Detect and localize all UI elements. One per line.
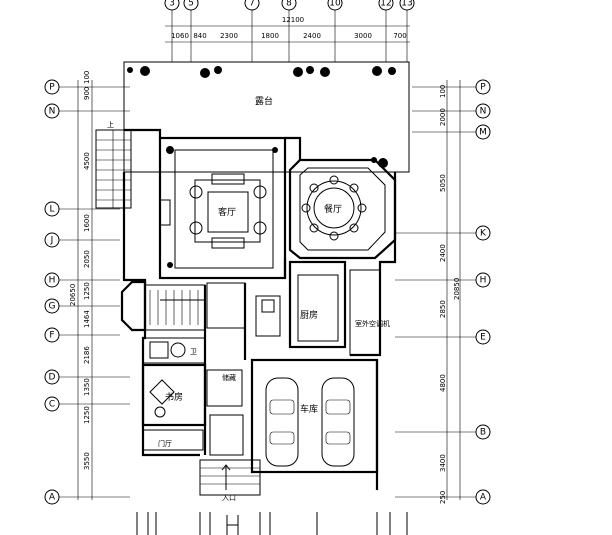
living-room: 客厅 [158,136,287,280]
svg-text:20650: 20650 [69,284,77,306]
svg-text:2186: 2186 [83,346,91,364]
svg-text:100: 100 [439,85,447,98]
right-axis-column: P N M K H E B A 100 2000 5050 2400 2850 … [395,79,491,505]
top-axis-label: 8 [286,0,292,9]
storage-label: 储藏 [222,373,236,382]
entrance-label: 入口 [222,494,236,502]
bath: 卫 [142,337,206,364]
outdoor-ac: 室外空调机 [349,269,390,356]
garage: 车库 [250,358,379,474]
left-axis-column: P N L J H G F D C A 900 100 4500 1600 20… [44,71,130,505]
top-axis-label: 7 [249,0,255,9]
right-axis-label: K [480,229,487,239]
garage-label: 车库 [300,403,318,415]
svg-text:1464: 1464 [83,310,91,328]
top-dim: 2400 [303,32,321,40]
plant-icon [166,146,278,268]
svg-text:20850: 20850 [453,278,461,300]
left-axis-label: H [49,276,56,286]
right-axis-label: A [480,493,487,503]
top-dim: 1800 [261,32,279,40]
stair-up-label: 上 [107,120,114,129]
left-axis-label: J [50,236,54,246]
top-dim: 2300 [220,32,238,40]
left-axis-label: C [49,400,55,410]
svg-text:900: 900 [83,87,91,100]
top-axis-label: 13 [401,0,412,9]
outdoor-ac-label: 室外空调机 [355,319,390,328]
top-axis-label: 3 [169,0,175,9]
left-axis-label: G [49,302,56,312]
svg-text:4500: 4500 [83,152,91,170]
svg-text:100: 100 [83,71,91,84]
dining-label: 餐厅 [324,203,342,215]
svg-text:3550: 3550 [83,452,91,470]
top-dim: 840 [193,32,206,40]
top-axis-row: 3 5 7 8 10 12 13 [164,0,415,62]
bath-label: 卫 [190,348,197,356]
top-axis-label: 12 [380,0,391,9]
stair-upper: 上 [95,120,132,209]
left-axis-label: N [49,107,56,117]
study-label: 书房 [165,391,183,403]
top-dim: 1060 [171,32,189,40]
right-axis-label: H [480,276,487,286]
right-axis-label: P [480,83,486,93]
svg-text:4800: 4800 [439,374,447,392]
kitchen-label: 厨房 [300,309,318,321]
left-axis-label: P [49,83,55,93]
svg-text:5050: 5050 [439,174,447,192]
right-axis-label: M [479,128,487,138]
svg-text:2400: 2400 [439,244,447,262]
terrace: 露台 [123,61,410,173]
hall: 门厅 [142,429,204,451]
car-icon [321,377,355,467]
top-axis-label: 10 [329,0,341,9]
living-label: 客厅 [218,206,236,218]
hall-label: 门厅 [158,439,172,448]
right-axis-label: E [480,333,486,343]
study: 书房 [141,363,207,427]
svg-text:2850: 2850 [439,300,447,318]
svg-text:1250: 1250 [83,282,91,300]
right-axis-label: N [480,107,487,117]
top-dim: 700 [393,32,406,40]
left-axis-label: L [49,205,54,215]
corridor: 储藏 [206,282,246,456]
svg-text:1250: 1250 [83,406,91,424]
svg-text:1600: 1600 [83,214,91,232]
top-axis-label: 5 [188,0,194,9]
svg-text:250: 250 [439,491,447,504]
svg-text:3400: 3400 [439,454,447,472]
top-total-dim: 12100 [282,16,304,24]
main-walls [122,128,397,490]
top-dimensions: 12100 1060 840 2300 1800 2400 3000 700 [165,16,410,43]
svg-text:1350: 1350 [83,378,91,396]
right-axis-label: B [480,428,486,438]
dining-room: 餐厅 [288,158,397,260]
svg-text:2050: 2050 [83,250,91,268]
left-axis-label: F [49,331,54,341]
entrance-steps: 入口 [199,459,261,502]
terrace-label: 露台 [255,95,273,107]
middle-left-stair [120,280,206,332]
top-dim: 3000 [354,32,372,40]
car-icon [265,377,299,467]
left-axis-label: D [49,373,56,383]
svg-text:2000: 2000 [439,108,447,126]
left-axis-label: A [49,493,56,503]
kitchen: 厨房 [255,260,347,349]
bottom-marks [136,512,408,535]
